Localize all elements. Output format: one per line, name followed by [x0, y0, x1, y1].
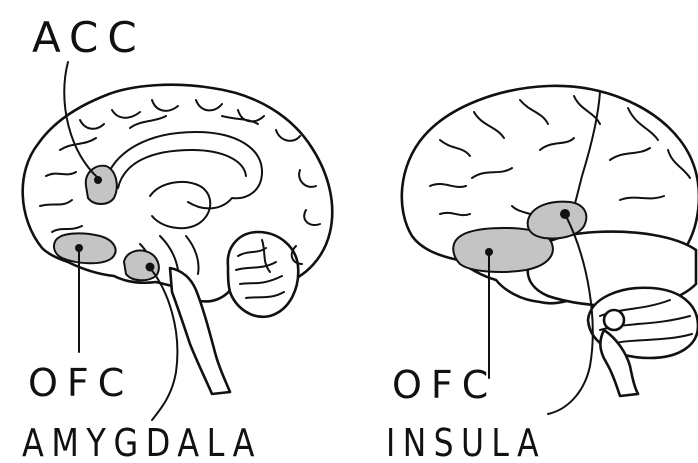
medial-ofc-label: OFC	[28, 361, 133, 405]
insula-label: INSULA	[386, 421, 546, 463]
lateral-pons	[604, 310, 624, 330]
lateral-ofc-dot	[485, 248, 493, 256]
medial-ofc-region	[54, 233, 116, 263]
acc-label: ACC	[32, 13, 146, 62]
amygdala-dot	[146, 263, 155, 272]
medial-ofc-dot	[75, 244, 83, 252]
lateral-ofc-label: OFC	[392, 363, 497, 407]
acc-dot	[94, 176, 102, 184]
amygdala-label: AMYGDALA	[22, 421, 262, 463]
insula-dot	[560, 209, 570, 219]
